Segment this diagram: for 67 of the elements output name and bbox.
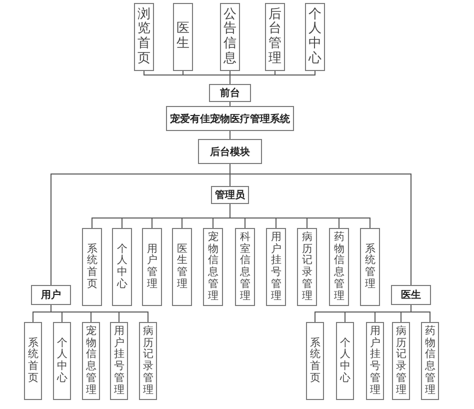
node-label: 医生 <box>401 288 421 302</box>
node-label: 药物信息管理 <box>334 232 344 302</box>
node-label: 用户 <box>41 288 61 302</box>
function-box <box>336 322 354 400</box>
node-label: 用户管理 <box>146 244 158 290</box>
node-label: 医生管理 <box>176 244 188 290</box>
node-label: 后台模块 <box>210 146 250 158</box>
menu-box <box>305 3 325 71</box>
node-label: 浏览首页 <box>138 8 150 66</box>
function-box <box>82 322 100 400</box>
node-label: 宠物信息管理 <box>208 232 218 302</box>
function-box <box>172 228 192 306</box>
function-box <box>112 228 132 306</box>
node-label: 管理员 <box>215 188 245 202</box>
module-box <box>209 84 251 102</box>
connector-line <box>230 70 316 84</box>
function-box <box>392 322 410 400</box>
module-box <box>31 285 71 305</box>
node-label: 个人中心 <box>56 338 68 384</box>
node-label: 系统首页 <box>28 338 38 384</box>
menu-box <box>173 3 193 71</box>
node-label: 后台管理 <box>268 8 282 66</box>
node-label: 科室信息管理 <box>240 232 250 302</box>
node-label: 系统管理 <box>364 244 376 290</box>
module-box <box>211 186 249 204</box>
function-box <box>297 228 317 306</box>
module-box <box>166 106 294 131</box>
node-label: 病历记录管理 <box>142 326 154 396</box>
function-box <box>24 322 42 400</box>
node-label: 宠物信息管理 <box>86 326 96 396</box>
node-label: 系统首页 <box>310 338 320 384</box>
node-label: 宠爱有佳宠物医疗管理系统 <box>170 112 290 126</box>
function-box <box>110 322 128 400</box>
node-label: 系统首页 <box>86 244 98 290</box>
node-label: 用户挂号管理 <box>114 326 124 396</box>
module-box <box>198 139 262 164</box>
node-label: 用户挂号管理 <box>270 232 282 302</box>
function-box <box>82 228 102 306</box>
node-label: 病历记录管理 <box>302 232 312 302</box>
function-box <box>360 228 380 306</box>
menu-box <box>220 3 240 71</box>
function-box <box>329 228 349 306</box>
function-box <box>203 228 223 306</box>
function-box <box>306 322 324 400</box>
node-label: 公告信息 <box>224 8 236 66</box>
module-box <box>391 285 431 305</box>
node-label: 病历记录管理 <box>396 326 406 396</box>
function-box <box>421 322 439 400</box>
menu-box <box>134 3 154 71</box>
connector-line <box>410 304 430 322</box>
function-box <box>366 322 384 400</box>
connector-line <box>230 164 412 286</box>
function-box <box>139 322 157 400</box>
function-box <box>142 228 162 306</box>
node-label: 个人中心 <box>116 244 128 290</box>
function-box <box>235 228 255 306</box>
node-label: 个人中心 <box>340 338 350 384</box>
node-label: 药物信息管理 <box>424 326 436 396</box>
connector-line <box>230 204 370 228</box>
node-label: 医生 <box>176 22 190 52</box>
node-label: 用户挂号管理 <box>370 326 380 396</box>
node-label: 个人中心 <box>308 8 322 66</box>
function-box <box>266 228 286 306</box>
function-box <box>53 322 71 400</box>
node-label: 前台 <box>220 86 240 100</box>
menu-box <box>265 3 285 71</box>
connector-line <box>50 304 148 322</box>
